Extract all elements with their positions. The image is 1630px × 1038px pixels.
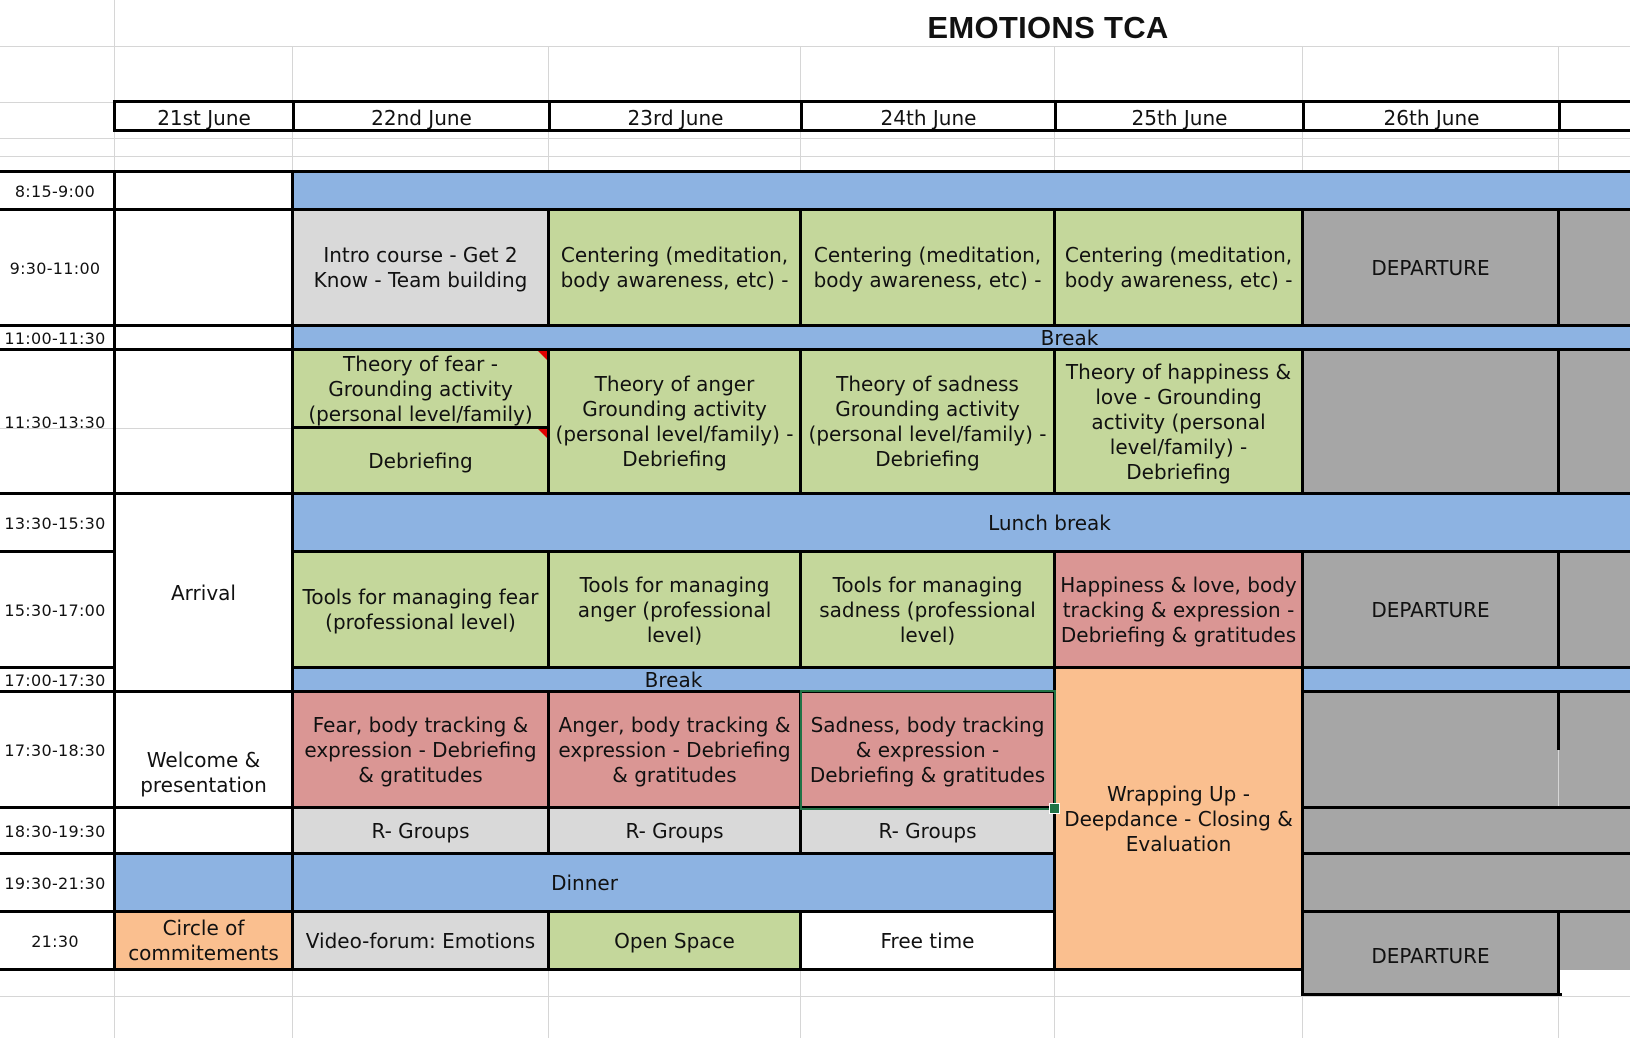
activity-cell[interactable]: Fear, body tracking & expression - Debri… <box>293 692 548 808</box>
activity-cell[interactable]: Happiness & love, body tracking & expres… <box>1055 552 1302 668</box>
date-header-25[interactable]: 25th June <box>1054 100 1305 132</box>
time-label: 8:15-9:00 <box>14 181 96 201</box>
filler-cell[interactable] <box>1303 350 1558 494</box>
date-header-21[interactable]: 21st June <box>113 100 295 132</box>
break-bar-right[interactable] <box>1303 668 1630 692</box>
lunch-bar[interactable]: Lunch break <box>293 494 1630 552</box>
dinner-bar[interactable]: Dinner <box>115 854 1054 912</box>
evening-cell[interactable]: Circle of commitements <box>115 912 292 970</box>
break-bar[interactable]: Break <box>293 668 1054 692</box>
activity-cell[interactable]: Tools for managing anger (professional l… <box>549 552 800 668</box>
filler-cell[interactable] <box>1559 912 1630 970</box>
sheet-title: EMOTIONS TCA <box>927 9 1169 45</box>
rgroups-cell[interactable]: R- Groups <box>293 808 548 854</box>
time-label: 9:30-11:00 <box>9 258 101 278</box>
activity-cell[interactable]: Centering (meditation, body awareness, e… <box>801 210 1054 326</box>
activity-cell[interactable]: Tools for managing sadness (professional… <box>801 552 1054 668</box>
time-label: 13:30-15:30 <box>4 513 106 533</box>
time-label: 17:00-17:30 <box>4 670 106 690</box>
filler-cell[interactable] <box>1303 692 1558 808</box>
date-header-extra[interactable] <box>1558 100 1630 132</box>
departure-cell[interactable]: DEPARTURE <box>1303 210 1558 326</box>
evening-cell[interactable]: Video-forum: Emotions <box>293 912 548 970</box>
activity-cell[interactable]: Debriefing <box>293 428 548 494</box>
date-header-24[interactable]: 24th June <box>800 100 1057 132</box>
time-label: 17:30-18:30 <box>4 740 106 760</box>
activity-cell[interactable]: Theory of happiness & love - Grounding a… <box>1055 350 1302 494</box>
time-label: 11:00-11:30 <box>4 328 106 348</box>
morning-bar[interactable] <box>293 172 1630 210</box>
activity-cell[interactable]: Centering (meditation, body awareness, e… <box>549 210 800 326</box>
departure-cell[interactable]: DEPARTURE <box>1303 552 1558 668</box>
evening-cell[interactable]: Open Space <box>549 912 800 970</box>
filler-cell[interactable] <box>1303 854 1630 912</box>
time-label: 18:30-19:30 <box>4 821 106 841</box>
time-label: 15:30-17:00 <box>4 600 106 620</box>
comment-marker-icon[interactable] <box>538 429 548 439</box>
wrap-up-cell[interactable]: Wrapping Up - Deepdance - Closing & Eval… <box>1055 668 1302 970</box>
filler-cell[interactable] <box>1559 552 1630 668</box>
filler-cell[interactable] <box>1559 350 1630 494</box>
filler-cell[interactable] <box>1559 692 1630 750</box>
rgroups-cell[interactable]: R- Groups <box>801 808 1054 854</box>
activity-cell-selected[interactable]: Sadness, body tracking & expression - De… <box>801 692 1054 808</box>
date-header-22[interactable]: 22nd June <box>292 100 551 132</box>
activity-cell[interactable]: Intro course - Get 2 Know - Team buildin… <box>293 210 548 326</box>
activity-cell[interactable]: Theory of sadness Grounding activity (pe… <box>801 350 1054 494</box>
rgroups-cell[interactable]: R- Groups <box>549 808 800 854</box>
activity-cell[interactable]: Tools for managing fear (professional le… <box>293 552 548 668</box>
time-label: 19:30-21:30 <box>4 873 106 893</box>
fill-handle[interactable] <box>1049 803 1060 814</box>
departure-cell[interactable]: DEPARTURE <box>1303 912 1558 994</box>
date-header-23[interactable]: 23rd June <box>548 100 803 132</box>
time-label: 21:30 <box>31 931 79 951</box>
activity-cell[interactable]: Centering (meditation, body awareness, e… <box>1055 210 1302 326</box>
activity-cell[interactable]: Theory of fear - Grounding activity (per… <box>293 350 548 428</box>
filler-cell[interactable] <box>1559 210 1630 326</box>
filler-cell[interactable] <box>1559 750 1630 808</box>
arrival-cell[interactable]: Arrival <box>115 494 292 692</box>
activity-cell[interactable]: Anger, body tracking & expression - Debr… <box>549 692 800 808</box>
date-header-26[interactable]: 26th June <box>1302 100 1561 132</box>
break-bar[interactable]: Break <box>293 326 1630 350</box>
filler-cell[interactable] <box>1303 808 1630 854</box>
comment-marker-icon[interactable] <box>538 351 548 361</box>
time-label: 11:30-13:30 <box>4 412 106 432</box>
activity-cell[interactable]: Theory of anger Grounding activity (pers… <box>549 350 800 494</box>
evening-cell[interactable]: Free time <box>801 912 1054 970</box>
welcome-cell[interactable]: Welcome & presentation <box>115 692 292 854</box>
